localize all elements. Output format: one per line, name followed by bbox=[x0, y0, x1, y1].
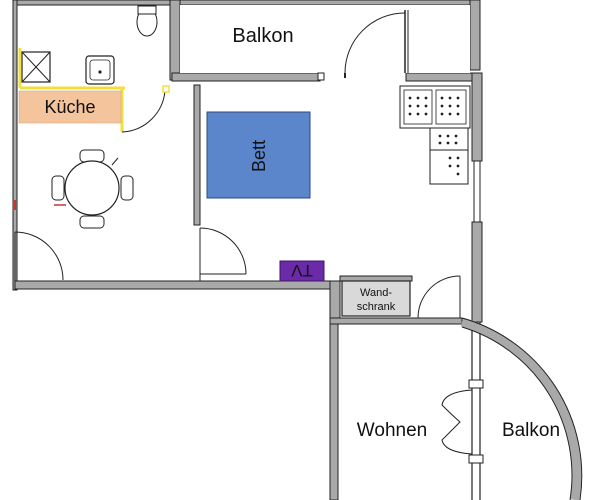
wall-kitchen-bed bbox=[193, 84, 201, 226]
wall-living-left bbox=[329, 323, 339, 500]
walls bbox=[12, 0, 483, 500]
tv-shape bbox=[279, 260, 325, 282]
wall-balcony-top-top bbox=[179, 0, 481, 6]
kitchen-label: Küche bbox=[44, 97, 95, 117]
kitchen: Küche bbox=[14, 5, 170, 281]
wall-left bbox=[12, 0, 18, 291]
wardrobe-label-1: Wand- bbox=[360, 287, 392, 299]
wall-middle-right bbox=[329, 280, 341, 322]
balcony-top-label: Balkon bbox=[232, 25, 293, 47]
living-label: Wohnen bbox=[357, 420, 427, 441]
wall-top-left bbox=[14, 0, 176, 6]
living-area: Wohnen Balkon bbox=[357, 317, 583, 500]
wall-right-mid bbox=[471, 221, 483, 323]
wardrobe-label-2: schrank bbox=[357, 301, 396, 313]
balcony-top: Balkon bbox=[180, 5, 470, 81]
wall-balcony-top-bottom-right bbox=[405, 72, 481, 82]
wardrobe: Wand- schrank bbox=[341, 280, 411, 317]
bedroom: Bett TV bbox=[199, 85, 481, 282]
wall-right-upper bbox=[471, 72, 483, 162]
wall-balcony-top-right bbox=[469, 0, 481, 71]
wall-middle bbox=[14, 280, 341, 290]
dining-table-icon bbox=[51, 149, 134, 229]
sink-icon bbox=[85, 55, 115, 85]
toilet-icon bbox=[136, 5, 158, 37]
wall-under-bed-right bbox=[339, 275, 413, 282]
wall-kitchen-right-upper bbox=[169, 0, 181, 81]
wall-balcony-top-bottom-left bbox=[171, 72, 321, 82]
wall-wardrobe-bottom bbox=[329, 317, 463, 325]
stove-icon bbox=[21, 51, 51, 83]
tv-label: TV bbox=[290, 261, 312, 280]
door-living bbox=[417, 275, 461, 319]
bed-shape bbox=[206, 111, 311, 199]
kitchen-label-box bbox=[18, 90, 122, 124]
balcony-right-label: Balkon bbox=[502, 420, 560, 441]
hob-icon bbox=[399, 85, 471, 185]
bed-label: Bett bbox=[249, 140, 269, 172]
